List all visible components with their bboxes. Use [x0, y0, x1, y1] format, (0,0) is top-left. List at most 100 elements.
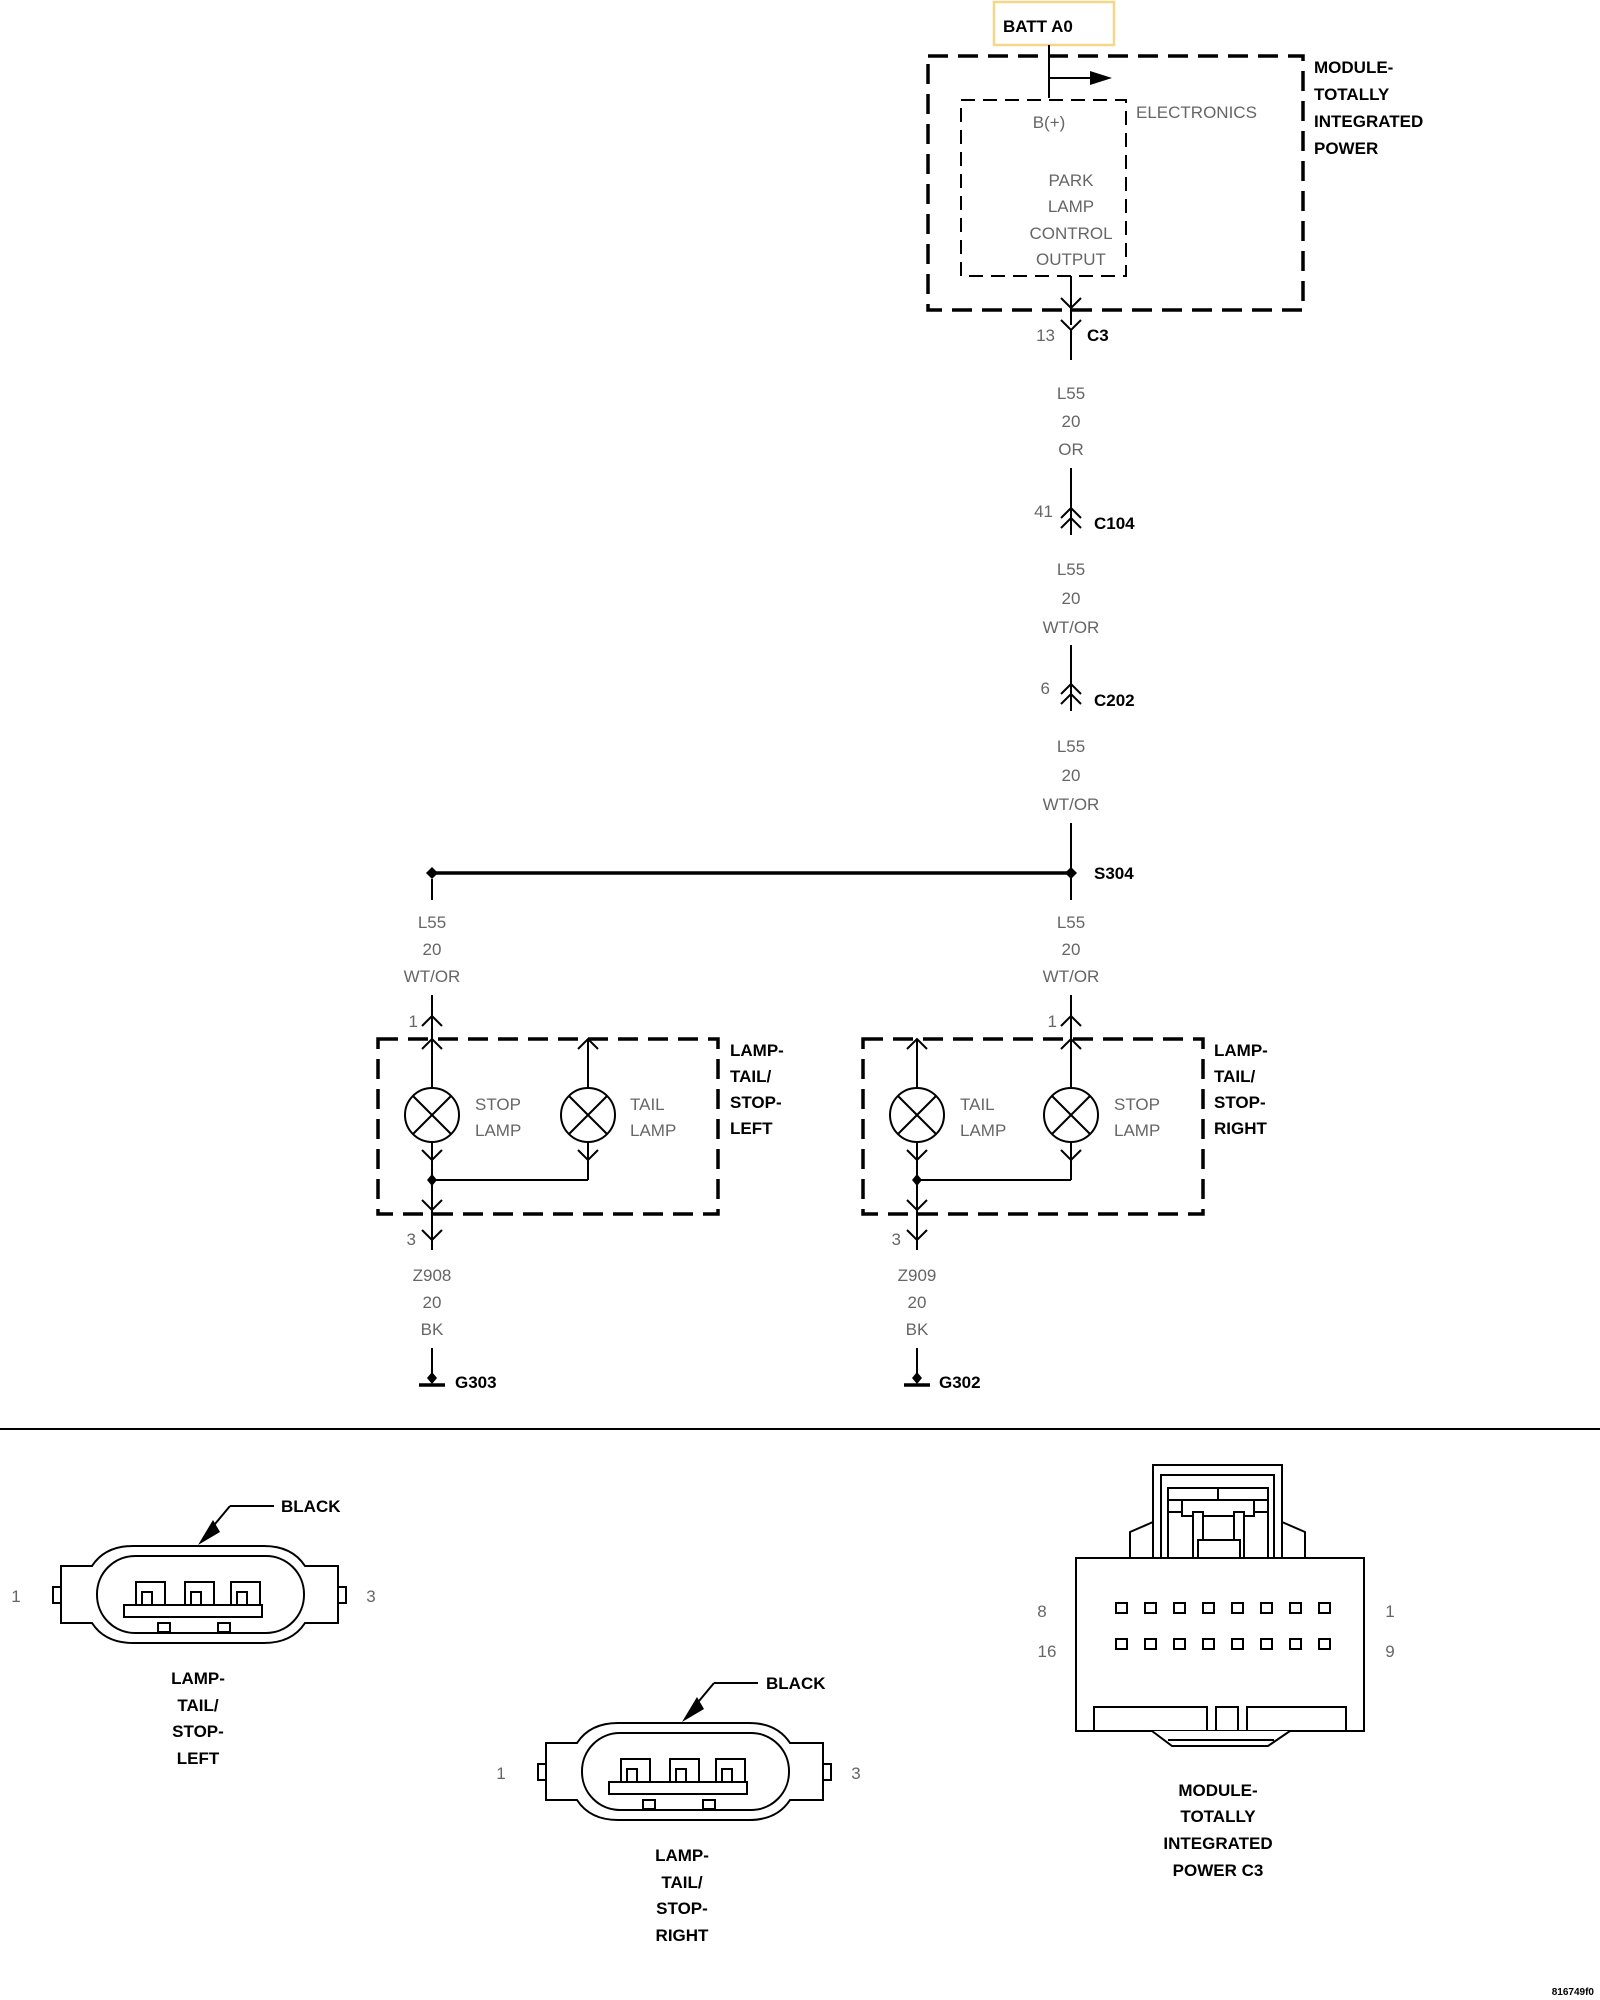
w4-circuit: L55	[418, 913, 446, 932]
ground-right-label: G302	[939, 1373, 981, 1392]
module-name-line-4: POWER	[1314, 139, 1378, 158]
module-name-line-3: INTEGRATED	[1314, 112, 1423, 131]
module-bplus-label: B(+)	[1033, 113, 1066, 132]
lamp-right-outline	[861, 1037, 1205, 1216]
lamp-right-pin-in: 1	[1048, 1012, 1057, 1031]
w2-circuit: L55	[1057, 560, 1085, 579]
conn-left-pin-last: 3	[366, 1587, 375, 1606]
connector-view-lamp-right: BLACK 1 3 LAMP- TAIL/ STOP- RIGHT	[496, 1674, 860, 1945]
w2-color: WT/OR	[1043, 618, 1100, 637]
module-tipm: ELECTRONICS B(+) PARK LAMP CONTROL OUTPU…	[926, 45, 1423, 312]
conn-left-name-line-4: LEFT	[177, 1749, 220, 1768]
module-outline	[926, 54, 1305, 312]
conn-right-name-line-1: LAMP-	[655, 1846, 709, 1865]
module-c3-pins-row-2	[1115, 1638, 1331, 1650]
pointer-arrow-icon	[198, 1520, 220, 1545]
w4-gauge: 20	[423, 940, 442, 959]
module-c3-name-line-4: POWER C3	[1173, 1861, 1264, 1880]
lamp-right-bulb1-line-1: TAIL	[960, 1095, 995, 1114]
lamp-left-pin-in: 1	[409, 1012, 418, 1031]
connector-view-module-c3: 8 1 16 9 MODULE- TOTALLY INTEGRATED POWE…	[1037, 1464, 1395, 1880]
tail-lamp-bulb-icon	[560, 1087, 616, 1143]
lamp-left-outline	[376, 1037, 720, 1216]
z909-color: BK	[906, 1320, 929, 1339]
w1-gauge: 20	[1062, 412, 1081, 431]
module-output-line-1: PARK	[1048, 171, 1094, 190]
lamp-left-bulb2-line-1: TAIL	[630, 1095, 665, 1114]
c3-pin: 13	[1036, 326, 1055, 345]
w5-color: WT/OR	[1043, 967, 1100, 986]
conn-right-pin-first: 1	[496, 1764, 505, 1783]
module-c3-name-line-2: TOTALLY	[1180, 1807, 1256, 1826]
splice-node-left	[426, 867, 438, 879]
lamp-left-bulb2-line-2: LAMP	[630, 1121, 676, 1140]
w2-gauge: 20	[1062, 589, 1081, 608]
splice-node-right	[1065, 867, 1077, 879]
c202-pin: 6	[1041, 679, 1050, 698]
module-electronics-label: ELECTRONICS	[1136, 103, 1257, 122]
w5-gauge: 20	[1062, 940, 1081, 959]
lamp-left-name-line-3: STOP-	[730, 1093, 782, 1112]
conn-left-pin-first: 1	[11, 1587, 20, 1606]
module-c3-pin-tl: 8	[1037, 1602, 1046, 1621]
lamp-left-bulb1-line-1: STOP	[475, 1095, 521, 1114]
lamp-right-name-line-1: LAMP-	[1214, 1041, 1268, 1060]
batt-label: BATT A0	[1003, 17, 1073, 36]
z908-gauge: 20	[423, 1293, 442, 1312]
lamp-right-name-line-2: TAIL/	[1214, 1067, 1256, 1086]
module-c3-pin-bl: 16	[1038, 1642, 1057, 1661]
connector-view-lamp-left: BLACK 1 3 LAMP- TAIL/ STOP- LEFT	[11, 1497, 375, 1768]
lamp-left-name-line-4: LEFT	[730, 1119, 773, 1138]
main-harness-run: 13 C3 L55 20 OR 41 C104 L55 20 WT/OR 6 C…	[1034, 276, 1135, 900]
splice-s304: S304	[426, 864, 1134, 900]
conn-left-color: BLACK	[281, 1497, 341, 1516]
module-name-line-2: TOTALLY	[1314, 85, 1390, 104]
conn-right-name-line-3: STOP-	[656, 1899, 708, 1918]
module-c3-name-line-3: INTEGRATED	[1163, 1834, 1272, 1853]
w1-circuit: L55	[1057, 384, 1085, 403]
ground-right-run: 3 Z909 20 BK G302	[892, 1214, 981, 1392]
conn-left-name-line-1: LAMP-	[171, 1669, 225, 1688]
lamp-left-name-line-1: LAMP-	[730, 1041, 784, 1060]
c104-pin: 41	[1034, 502, 1053, 521]
w1-color: OR	[1058, 440, 1084, 459]
w5-circuit: L55	[1057, 913, 1085, 932]
z908-color: BK	[421, 1320, 444, 1339]
conn-left-name-line-3: STOP-	[172, 1722, 224, 1741]
z908-circuit: Z908	[413, 1266, 452, 1285]
ground-left-run: 3 Z908 20 BK G303	[407, 1214, 497, 1392]
tail-lamp-bulb-icon	[889, 1087, 945, 1143]
module-output-line-4: OUTPUT	[1036, 250, 1106, 269]
z909-circuit: Z909	[898, 1266, 937, 1285]
lamp-tail-stop-left: STOP LAMP TAIL LAMP LAMP- TAIL/ STOP- LE…	[376, 1025, 784, 1220]
pointer-arrow-icon	[682, 1697, 704, 1722]
lamp-right-bulb1-line-2: LAMP	[960, 1121, 1006, 1140]
lamp-right-pin-out: 3	[892, 1230, 901, 1249]
module-output-line-2: LAMP	[1048, 197, 1094, 216]
figure-id: 816749f0	[1552, 1987, 1595, 1998]
power-arrow-icon	[1090, 71, 1112, 85]
lamp-right-bulb2-line-2: LAMP	[1114, 1121, 1160, 1140]
c202-name: C202	[1094, 691, 1135, 710]
module-output-line-3: CONTROL	[1029, 224, 1112, 243]
lamp-right-bulb2-line-1: STOP	[1114, 1095, 1160, 1114]
lamp-right-name-line-3: STOP-	[1214, 1093, 1266, 1112]
c3-name: C3	[1087, 326, 1109, 345]
z909-gauge: 20	[908, 1293, 927, 1312]
w3-color: WT/OR	[1043, 795, 1100, 814]
branch-right: L55 20 WT/OR 1	[1043, 913, 1100, 1031]
lamp-left-name-line-2: TAIL/	[730, 1067, 772, 1086]
splice-name: S304	[1094, 864, 1134, 883]
w3-circuit: L55	[1057, 737, 1085, 756]
module-c3-pin-tr: 1	[1385, 1602, 1394, 1621]
lamp-tail-stop-right: TAIL LAMP STOP LAMP LAMP- TAIL/ STOP- RI…	[861, 1025, 1268, 1220]
branch-left: L55 20 WT/OR 1	[404, 913, 461, 1031]
w3-gauge: 20	[1062, 766, 1081, 785]
w4-color: WT/OR	[404, 967, 461, 986]
lamp-left-bulb1-line-2: LAMP	[475, 1121, 521, 1140]
lamp-left-pin-out: 3	[407, 1230, 416, 1249]
module-c3-pins-row-1	[1115, 1602, 1331, 1614]
conn-right-name-line-4: RIGHT	[656, 1926, 710, 1945]
c104-name: C104	[1094, 514, 1135, 533]
